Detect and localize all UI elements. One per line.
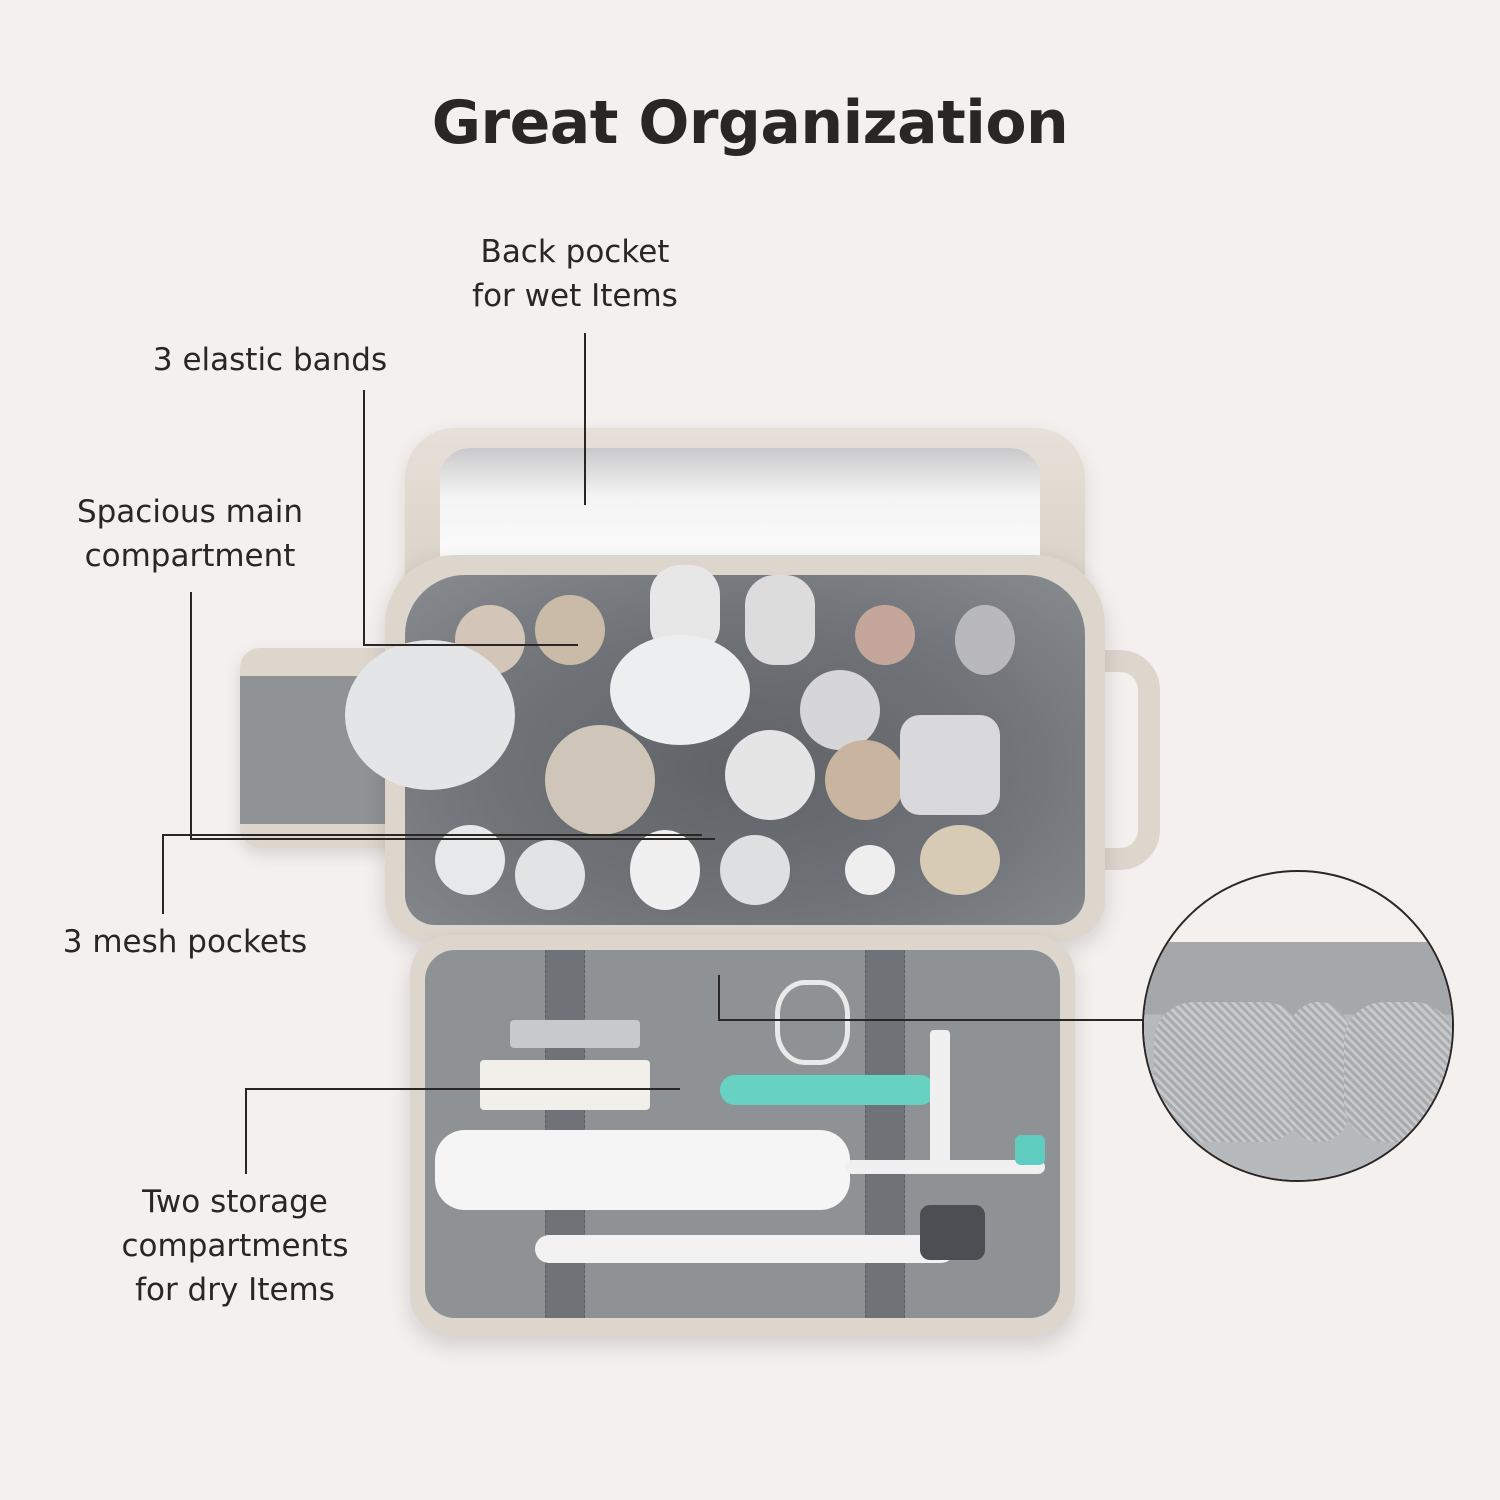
jar-icon <box>845 845 895 895</box>
callout-main-compartment-line1: Spacious main <box>76 494 304 530</box>
toothbrush-icon <box>535 1235 955 1263</box>
callout-main-compartment: Spacious main compartment <box>40 490 340 578</box>
razor-head-icon <box>930 1030 950 1165</box>
bottle-icon <box>745 575 815 665</box>
callout-mesh-pockets: 3 mesh pockets <box>25 920 345 964</box>
leader-line <box>718 975 720 1020</box>
glass-jar-icon <box>545 725 655 835</box>
callout-dry-storage-line2: compartments <box>121 1228 349 1264</box>
mesh-pocket-icon <box>1344 1002 1452 1142</box>
bottle-icon <box>535 595 605 665</box>
bottle-icon <box>955 605 1015 675</box>
toothbrush-neck-icon <box>845 1160 1045 1174</box>
dry-compartment-lining <box>425 950 1060 1318</box>
glass-jar-icon <box>725 730 815 820</box>
leader-line <box>363 644 578 646</box>
callout-elastic-bands: 3 elastic bands <box>125 338 415 382</box>
leader-line <box>584 333 586 505</box>
callout-mesh-pockets-line1: 3 mesh pockets <box>62 924 308 960</box>
jar-icon <box>435 825 505 895</box>
jar-icon <box>720 835 790 905</box>
leader-line <box>363 390 365 646</box>
sponge-icon <box>345 640 515 790</box>
callout-elastic-bands-line1: 3 elastic bands <box>152 342 388 378</box>
callout-back-pocket-line1: Back pocket <box>480 234 670 270</box>
mesh-pocket-detail-inset <box>1142 870 1454 1182</box>
leader-line <box>718 1019 1144 1021</box>
mesh-pocket-icon <box>1154 1002 1304 1142</box>
leader-line <box>162 834 164 914</box>
metal-cap-icon <box>825 740 905 820</box>
jar-icon <box>920 825 1000 895</box>
electric-toothbrush-icon <box>435 1130 850 1210</box>
jar-icon <box>630 830 700 910</box>
razor-handle-icon <box>720 1075 935 1105</box>
mesh-pocket-icon <box>1289 1002 1349 1142</box>
leader-line <box>162 834 702 836</box>
sponge-icon <box>610 635 750 745</box>
leader-line <box>245 1088 680 1090</box>
main-compartment-lining <box>345 565 1085 925</box>
page-title: Great Organization <box>431 88 1069 158</box>
scissors-icon <box>775 980 850 1065</box>
compact-icon <box>900 715 1000 815</box>
callout-back-pocket-line2: for wet Items <box>472 278 678 314</box>
leader-line <box>190 838 715 840</box>
nail-clipper-icon <box>510 1020 640 1048</box>
toothbrush-bristles-icon <box>920 1205 985 1260</box>
jar-icon <box>515 840 585 910</box>
leader-line <box>190 592 192 840</box>
bottle-icon <box>800 670 880 750</box>
callout-dry-storage: Two storage compartments for dry Items <box>95 1180 375 1312</box>
callout-main-compartment-line2: compartment <box>84 538 296 574</box>
leader-line <box>245 1088 247 1174</box>
shaving-cream-tube-icon <box>480 1060 650 1110</box>
callout-dry-storage-line3: for dry Items <box>135 1272 335 1308</box>
perfume-icon <box>855 605 915 665</box>
toothbrush-bristles-icon <box>1015 1135 1045 1165</box>
callout-dry-storage-line1: Two storage <box>142 1184 328 1220</box>
callout-back-pocket: Back pocket for wet Items <box>440 230 710 318</box>
